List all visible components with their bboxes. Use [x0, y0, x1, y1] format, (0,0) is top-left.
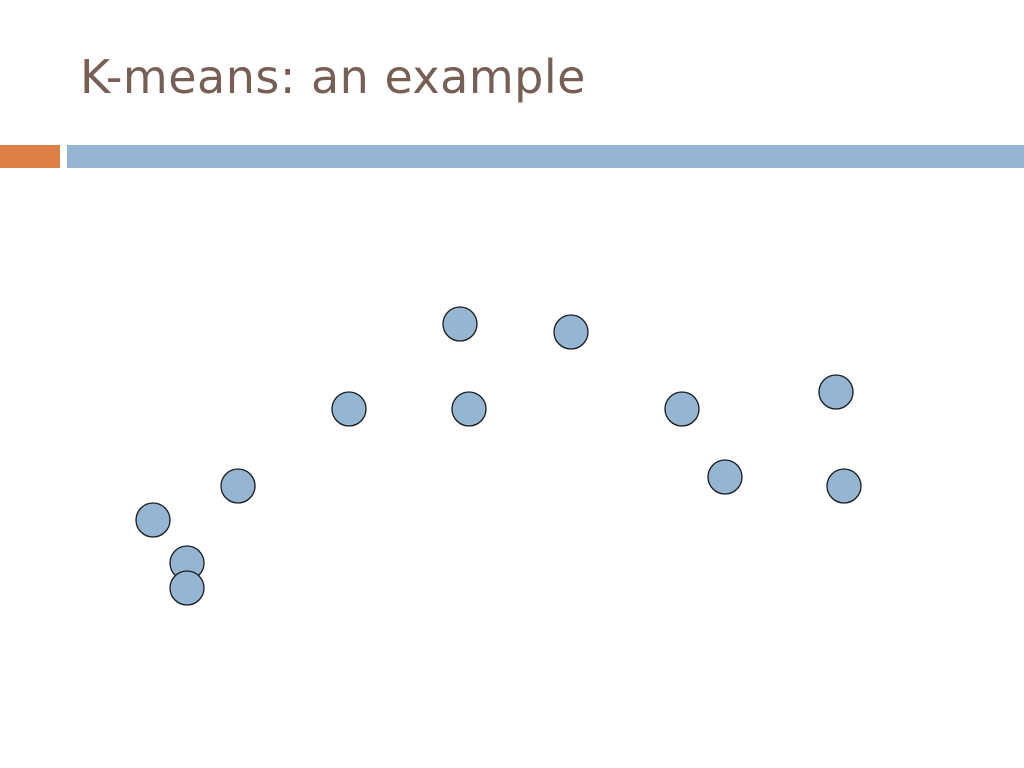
data-point-2 [553, 314, 589, 350]
title-rule-bar [67, 145, 1024, 168]
data-point-10 [135, 502, 171, 538]
slide-title: K-means: an example [80, 50, 586, 104]
data-point-9 [826, 468, 862, 504]
data-point-6 [818, 374, 854, 410]
data-point-5 [664, 391, 700, 427]
data-point-4 [451, 391, 487, 427]
data-point-7 [220, 468, 256, 504]
data-point-3 [331, 391, 367, 427]
data-point-8 [707, 459, 743, 495]
data-point-12 [169, 570, 205, 606]
data-point-1 [442, 306, 478, 342]
title-accent-bar [0, 145, 60, 168]
